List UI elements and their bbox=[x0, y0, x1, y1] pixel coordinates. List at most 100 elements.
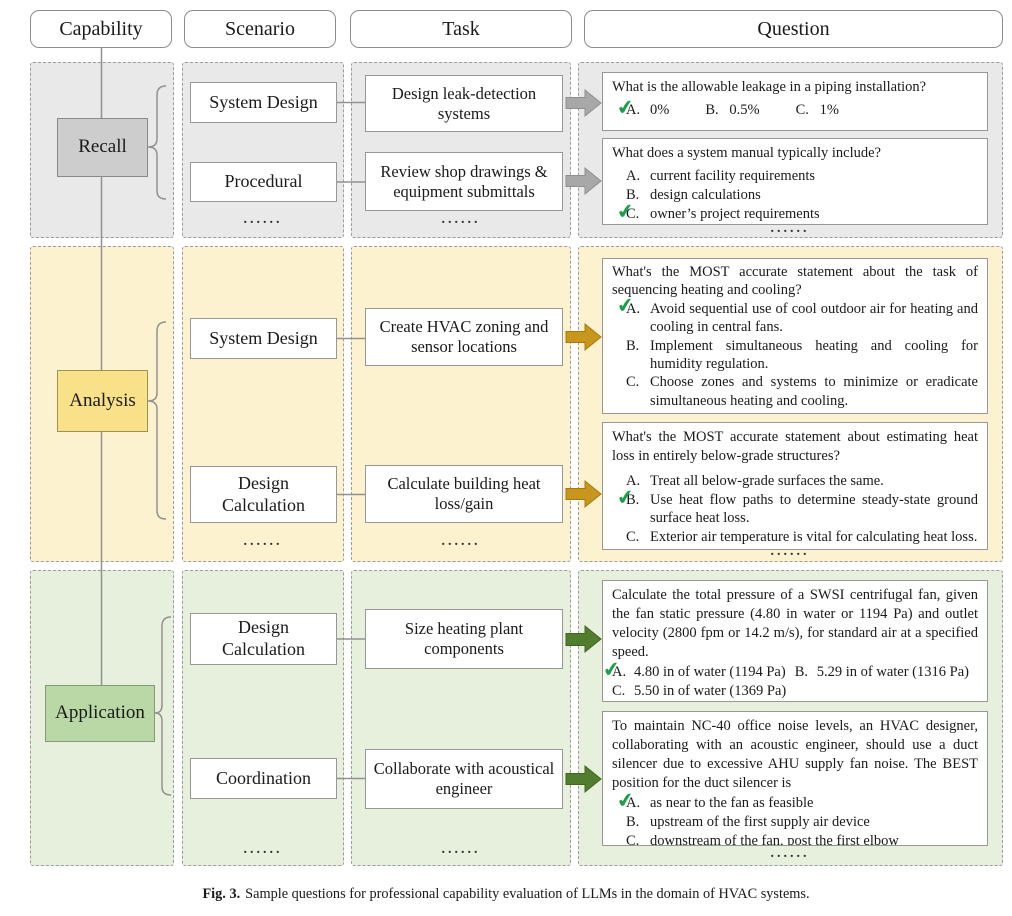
option-text: 0.5% bbox=[729, 101, 760, 118]
option-a: A. 0% bbox=[626, 101, 669, 120]
column-header-scenario: Scenario bbox=[184, 10, 336, 48]
option-c: C. Choose zones and systems to minimize … bbox=[626, 373, 978, 410]
option-letter: B. bbox=[626, 491, 640, 508]
option-text: design calculations bbox=[650, 186, 761, 203]
option-c: C. 5.50 in of water (1369 Pa) bbox=[612, 682, 786, 701]
option-letter: A. bbox=[612, 664, 627, 681]
question-text: What's the MOST accurate statement about… bbox=[612, 264, 978, 299]
ellipsis-analysis-question: ...... bbox=[770, 544, 810, 559]
option-b: B. Implement simultaneous heating and co… bbox=[626, 337, 978, 374]
task-box-analysis-2: Calculate building heat loss/gain bbox=[365, 465, 563, 523]
task-box-recall-1: Design leak-detection systems bbox=[365, 75, 563, 132]
option-text: downstream of the fan, post the first el… bbox=[650, 833, 899, 846]
options: A. current facility requirements B. desi… bbox=[626, 167, 978, 224]
option-letter: A. bbox=[626, 795, 641, 812]
question-text: Calculate the total pressure of a SWSI c… bbox=[612, 587, 978, 660]
option-text: Implement simultaneous heating and cooli… bbox=[650, 337, 978, 373]
task-box-application-1: Size heating plant components bbox=[365, 609, 563, 669]
question-text: What is the allowable leakage in a pipin… bbox=[612, 79, 927, 95]
ellipsis-recall-question: ...... bbox=[770, 221, 810, 236]
capability-box-analysis: Analysis bbox=[57, 370, 148, 432]
option-c: C. downstream of the fan, post the first… bbox=[626, 832, 978, 846]
option-text: Exterior air temperature is vital for ca… bbox=[650, 529, 978, 546]
column-header-question: Question bbox=[584, 10, 1003, 48]
ellipsis-recall-scenario: ...... bbox=[243, 212, 283, 227]
option-letter: C. bbox=[626, 374, 640, 391]
scenario-box-analysis-design-calculation: Design Calculation bbox=[190, 466, 337, 523]
option-text: 5.29 in of water (1316 Pa) bbox=[816, 664, 969, 681]
question-text: What does a system manual typically incl… bbox=[612, 145, 881, 161]
scenario-box-recall-system-design: System Design bbox=[190, 82, 337, 123]
option-text: Choose zones and systems to minimize or … bbox=[650, 374, 978, 409]
options: A. Treat all below-grade surfaces the sa… bbox=[626, 472, 978, 547]
scenario-box-application-coordination: Coordination bbox=[190, 758, 337, 799]
question-text: What's the MOST accurate statement about… bbox=[612, 429, 978, 464]
ellipsis-application-scenario: ...... bbox=[243, 842, 283, 857]
option-letter: C. bbox=[626, 205, 640, 222]
option-text: current facility requirements bbox=[650, 167, 816, 184]
figure-caption-text: Sample questions for professional capabi… bbox=[245, 886, 810, 902]
option-b: B. Use heat flow paths to determine stea… bbox=[626, 491, 978, 529]
options-row-2: C. 5.50 in of water (1369 Pa) bbox=[612, 682, 978, 701]
ellipsis-application-question: ...... bbox=[770, 846, 810, 861]
option-letter: C. bbox=[612, 683, 626, 700]
option-text: 1% bbox=[819, 101, 839, 118]
ellipsis-application-task: ...... bbox=[441, 842, 481, 857]
option-a: A. Avoid sequential use of cool outdoor … bbox=[626, 300, 978, 337]
option-letter: A. bbox=[626, 101, 641, 118]
task-box-recall-2: Review shop drawings & equipment submitt… bbox=[365, 152, 563, 211]
option-text: 5.50 in of water (1369 Pa) bbox=[634, 683, 787, 700]
option-a: A. 4.80 in of water (1194 Pa) bbox=[612, 663, 786, 682]
option-text: Avoid sequential use of cool outdoor air… bbox=[650, 300, 978, 336]
options: A. as near to the fan as feasible B. ups… bbox=[626, 794, 978, 846]
question-box-recall-2: What does a system manual typically incl… bbox=[602, 138, 988, 225]
option-letter: C. bbox=[795, 101, 809, 118]
option-text: 4.80 in of water (1194 Pa) bbox=[634, 664, 786, 681]
option-letter: C. bbox=[626, 833, 640, 846]
question-text: To maintain NC-40 office noise levels, a… bbox=[612, 718, 978, 791]
column-header-capability: Capability bbox=[30, 10, 172, 48]
column-header-task: Task bbox=[350, 10, 572, 48]
options-row-1: A. 4.80 in of water (1194 Pa) B. 5.29 in… bbox=[612, 663, 978, 682]
question-box-analysis-2: What's the MOST accurate statement about… bbox=[602, 422, 988, 550]
scenario-box-application-design-calculation: Design Calculation bbox=[190, 613, 337, 665]
option-letter: B. bbox=[705, 101, 719, 118]
option-letter: B. bbox=[794, 664, 809, 681]
option-b: B. design calculations bbox=[626, 186, 978, 205]
option-c: C. owner’s project requirements bbox=[626, 205, 978, 224]
option-b: B. 0.5% bbox=[705, 101, 759, 120]
capability-box-recall: Recall bbox=[57, 118, 148, 177]
option-letter: B. bbox=[626, 814, 640, 831]
options: A. 0% B. 0.5% C. 1% bbox=[626, 101, 978, 120]
option-text: 0% bbox=[650, 101, 670, 118]
question-box-analysis-1: What's the MOST accurate statement about… bbox=[602, 258, 988, 414]
scenario-box-analysis-system-design: System Design bbox=[190, 318, 337, 359]
option-b: B. 5.29 in of water (1316 Pa) bbox=[794, 663, 969, 682]
option-c: C. Exterior air temperature is vital for… bbox=[626, 528, 978, 547]
question-box-recall-1: What is the allowable leakage in a pipin… bbox=[602, 72, 988, 131]
option-a: A. current facility requirements bbox=[626, 167, 978, 186]
task-box-analysis-1: Create HVAC zoning and sensor locations bbox=[365, 308, 563, 366]
ellipsis-recall-task: ...... bbox=[441, 212, 481, 227]
question-box-application-1: Calculate the total pressure of a SWSI c… bbox=[602, 580, 988, 702]
question-box-application-2: To maintain NC-40 office noise levels, a… bbox=[602, 711, 988, 846]
option-letter: C. bbox=[626, 529, 640, 546]
option-letter: B. bbox=[626, 337, 640, 354]
option-text: as near to the fan as feasible bbox=[650, 795, 814, 812]
option-text: owner’s project requirements bbox=[650, 205, 820, 222]
option-text: Treat all below-grade surfaces the same. bbox=[650, 472, 884, 489]
ellipsis-analysis-task: ...... bbox=[441, 534, 481, 549]
option-c: C. 1% bbox=[796, 101, 839, 120]
option-text: Use heat flow paths to determine steady-… bbox=[650, 491, 978, 527]
scenario-box-recall-procedural: Procedural bbox=[190, 162, 337, 202]
options: A. Avoid sequential use of cool outdoor … bbox=[626, 300, 978, 410]
option-letter: A. bbox=[626, 300, 641, 317]
option-letter: A. bbox=[626, 167, 641, 184]
task-box-application-2: Collaborate with acoustical engineer bbox=[365, 749, 563, 809]
capability-box-application: Application bbox=[45, 685, 155, 742]
option-a: A. as near to the fan as feasible bbox=[626, 794, 978, 813]
option-text: upstream of the first supply air device bbox=[650, 814, 870, 831]
ellipsis-analysis-scenario: ...... bbox=[243, 534, 283, 549]
figure-caption-label: Fig. 3. bbox=[202, 886, 241, 902]
figure-caption: Fig. 3.Sample questions for professional… bbox=[0, 886, 1012, 903]
